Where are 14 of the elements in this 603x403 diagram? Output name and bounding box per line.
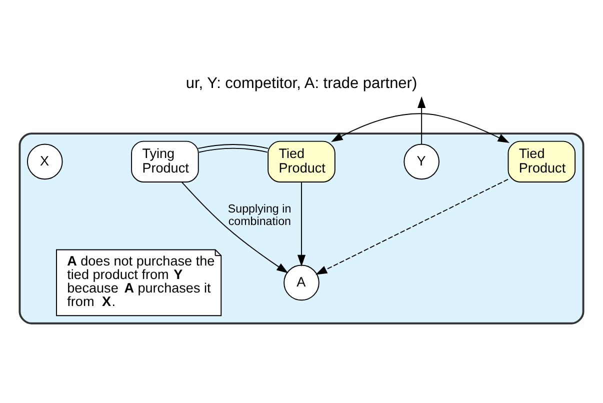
edge-label: Supplying in combination xyxy=(228,202,292,228)
node-box: Tied Product xyxy=(508,140,576,182)
node-box: Tied Product xyxy=(268,140,336,182)
node-box: Tying Product xyxy=(131,140,199,182)
arrow xyxy=(297,182,306,266)
connector xyxy=(198,144,269,153)
arrow xyxy=(182,182,288,274)
arrow xyxy=(315,178,508,275)
node-circle: Y xyxy=(404,144,440,180)
arrow xyxy=(418,96,426,144)
node-circle: A xyxy=(284,264,320,301)
arrow xyxy=(331,113,510,143)
node-circle: X xyxy=(26,144,63,180)
diagram-title: ur, Y: competitor, A: trade partner) xyxy=(186,75,418,92)
